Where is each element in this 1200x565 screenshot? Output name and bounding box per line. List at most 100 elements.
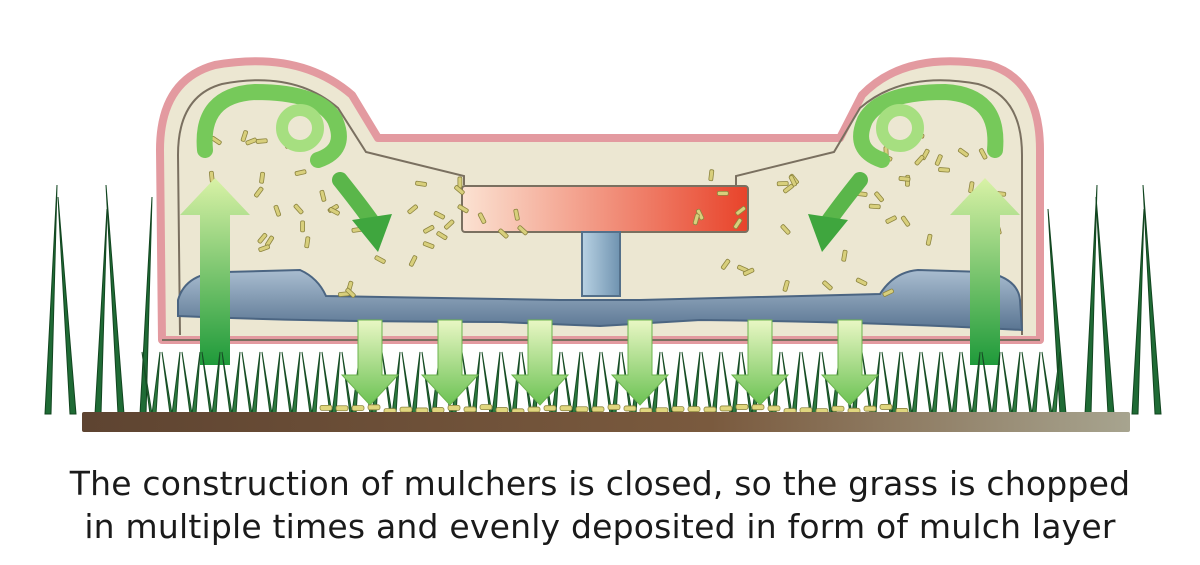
clipping-piece [407,204,418,215]
grass-blade [57,196,77,415]
grass-blade [941,351,961,415]
mulch-piece [767,405,781,412]
mulch-piece [879,404,893,410]
clipping-piece [782,279,790,292]
grass-blade [281,351,301,415]
mulch-piece [831,405,845,412]
clipping-piece [822,280,833,291]
mulch-piece [351,405,365,412]
clipping-piece [720,258,731,270]
swirl-airflow-icon [196,83,392,252]
clipping-piece [423,225,435,234]
grass-blade [301,351,321,415]
grass-blade [181,351,201,415]
clipping-piece [517,225,528,236]
mulching-blade [177,268,1024,332]
mulch-piece [447,404,461,411]
clipping-piece [374,255,386,264]
grass-blade [701,351,721,415]
mulch-piece [703,406,717,413]
grass-blade [581,351,601,415]
clipping-piece [254,186,264,198]
mulch-down-arrow-icon [610,319,670,406]
grass-blade [1084,184,1098,415]
clipping-piece [776,181,789,187]
mulch-down-arrow-icon [510,319,570,406]
clipping-piece [436,231,448,241]
mulch-piece [575,406,589,413]
mulch-piece [319,404,333,411]
clipping-piece [259,171,265,184]
clipping-piece [294,169,307,176]
grass-blade [661,351,681,415]
airflow-up-arrow-icon [180,178,250,365]
clipping-piece [457,204,469,214]
mulch-piece [431,407,445,413]
mulch-down-arrow-icon [820,319,880,406]
clipping-piece [733,218,743,230]
clipping-piece [882,288,894,297]
grass-blade [681,351,701,415]
caption-line-1: The construction of mulchers is closed, … [69,464,1131,503]
clipping-piece [258,244,270,252]
clipping-piece [304,236,311,249]
clipping-piece [885,215,897,224]
mulch-piece [671,406,685,413]
caption-line-2: in multiple times and evenly deposited i… [84,507,1116,546]
grass-blade [1021,351,1041,415]
clipping-piece [422,241,435,249]
clipping-piece [498,228,509,239]
clipping-piece [255,138,268,144]
mulch-piece [399,406,413,413]
mulch-piece [559,405,573,412]
clipping-piece [742,267,755,276]
mulch-piece [335,405,349,412]
clipping-piece [477,212,487,224]
grass-blade [1142,184,1162,415]
mulch-down-arrow-icon [730,319,790,406]
clipping-piece [708,169,715,182]
grass-blade [1095,196,1115,415]
clipping-piece [874,191,884,203]
clipping-piece [257,232,268,244]
clipping-piece [273,204,282,217]
grass-blade [801,351,821,415]
ground-soil [82,412,1130,432]
drive-shaft [581,231,621,297]
grass-blade [321,351,341,415]
grass-blade [241,351,261,415]
clipping-piece [914,154,925,166]
grass-blade [261,351,281,415]
clipping-piece [245,137,258,146]
clipping-piece [319,189,327,202]
mulch-piece [495,407,509,413]
grass-blade [501,351,521,415]
clipping-piece [513,208,520,221]
mulch-piece [591,406,605,413]
clipping-piece [345,287,356,298]
grass-blade [781,351,801,415]
mulcher-housing-inner-edge [176,79,1023,336]
mulch-piece [479,404,493,411]
diagram-caption: The construction of mulchers is closed, … [0,462,1200,548]
mulch-piece [655,407,669,414]
clipping-piece [300,220,306,233]
mulch-piece [623,405,637,412]
mulch-down-arrow-icon [420,319,480,406]
clipping-piece [900,215,911,227]
airflow-up-arrow-icon [950,178,1020,365]
mulch-deposit-arrows [340,319,880,406]
clipping-piece [716,190,729,196]
mulch-piece [463,406,477,413]
clipping-piece [408,255,418,267]
clipping-piece [868,203,881,210]
mulch-piece [527,406,541,413]
mulch-piece [719,405,733,412]
clipping-piece [240,130,248,142]
grass-blade [901,351,921,415]
mulch-piece [735,404,749,410]
motor-block [461,185,749,233]
clipping-piece [328,207,340,216]
grass-blade [1001,351,1021,415]
